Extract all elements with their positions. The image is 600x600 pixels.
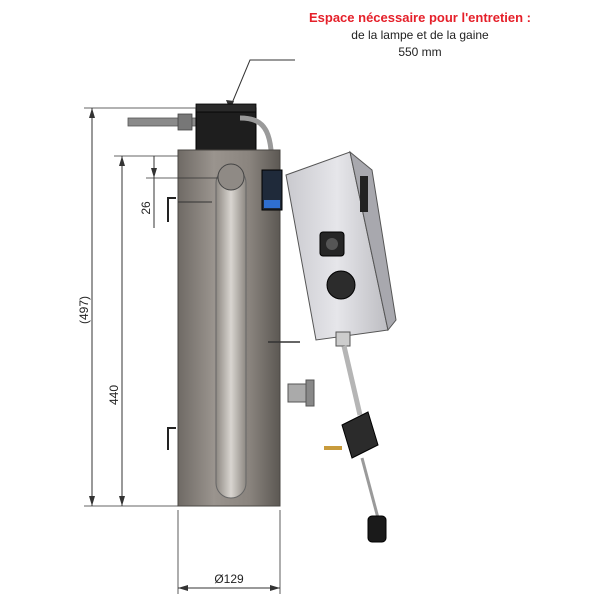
socket-hole — [326, 238, 338, 250]
maintenance-note-dimension: 550 mm — [398, 45, 442, 59]
dim-dia-arrow-left — [178, 585, 188, 591]
dim-top-offset: 26 — [139, 201, 153, 215]
quartz-sleeve — [215, 167, 247, 499]
dim-440-arrow-bottom — [119, 496, 125, 506]
dim-overall-height: (497) — [77, 296, 91, 324]
power-plug — [341, 411, 379, 459]
note-leader-line — [229, 59, 295, 109]
indicator-knob — [326, 270, 356, 300]
lamp-head — [195, 107, 257, 153]
plug-pin — [324, 446, 342, 450]
outlet-fitting-end — [305, 379, 315, 407]
dim-diameter: Ø129 — [214, 572, 244, 586]
output-connector — [367, 515, 387, 543]
maintenance-note-line: de la lampe et de la gaine — [351, 28, 489, 42]
bracket-top — [167, 197, 176, 222]
dim-497-arrow-top — [89, 108, 95, 118]
top-pipe-fitting — [177, 113, 193, 131]
lamp-head-cap — [195, 103, 257, 113]
sleeve-top-cap — [217, 163, 245, 191]
dim-dia-arrow-right — [270, 585, 280, 591]
power-cord — [341, 345, 363, 416]
dim-26-arrow — [151, 168, 157, 178]
dim-440-arrow-top — [119, 156, 125, 166]
dim-497-arrow-bottom — [89, 496, 95, 506]
box-side-panel — [360, 176, 368, 212]
bracket-bottom — [167, 427, 176, 450]
output-cable — [360, 457, 380, 519]
box-bottom-gland — [335, 331, 351, 347]
connector-ring — [264, 200, 280, 208]
dim-body-height: 440 — [107, 385, 121, 405]
maintenance-note-title: Espace nécessaire pour l'entretien : — [308, 10, 531, 25]
